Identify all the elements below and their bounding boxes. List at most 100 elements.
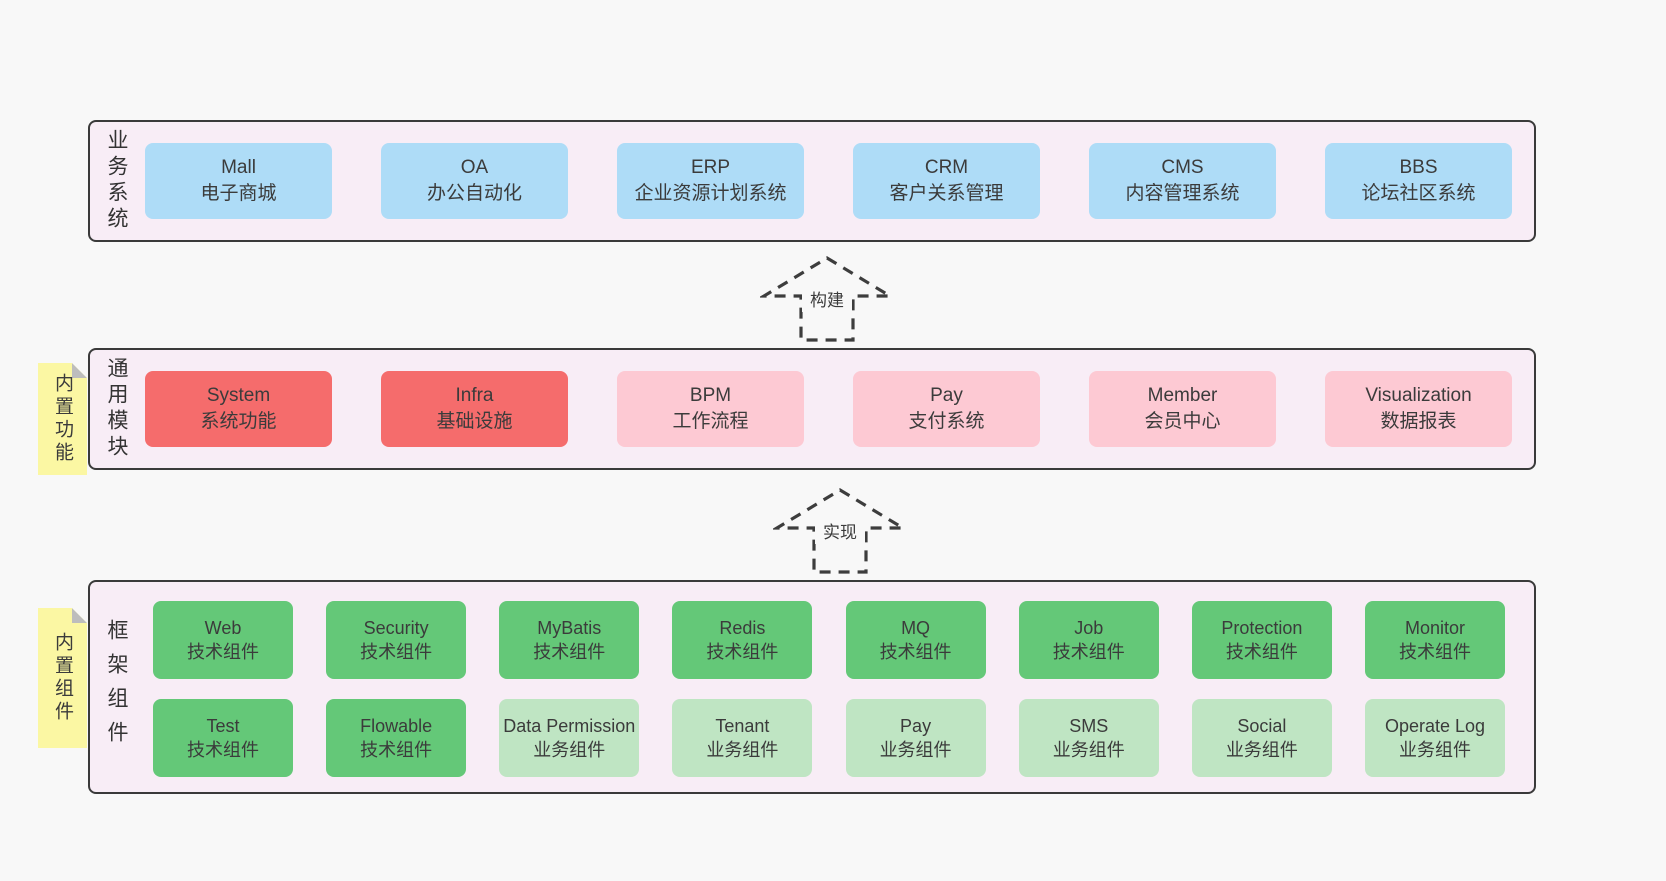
arrow-label: 实现 (823, 523, 857, 542)
box-visualization: Visualization 数据报表 (1325, 371, 1512, 447)
arrow-label-bg (802, 286, 852, 312)
box-title: OA (460, 157, 489, 178)
box-subtitle: 业务组件 (706, 740, 779, 760)
box-oa: OA 办公自动化 (381, 143, 568, 219)
box-cms: CMS 内容管理系统 (1089, 143, 1276, 219)
arrow-outline (773, 488, 907, 574)
box-subtitle: 业务组件 (533, 740, 606, 760)
band-row: Web 技术组件 Security 技术组件 MyBatis 技术组件 Redi… (153, 601, 1505, 679)
arrow-implement: 实现 (773, 488, 907, 574)
arrow-label: 构建 (810, 291, 844, 310)
box-title: Test (206, 716, 240, 736)
box-monitor: Monitor 技术组件 (1364, 601, 1505, 679)
arrow-label-bg (815, 518, 865, 544)
box-subtitle: 系统功能 (200, 411, 277, 432)
box-title: Operate Log (1384, 716, 1486, 736)
box-title: Pay (930, 385, 963, 406)
box-subtitle: 技术组件 (1225, 642, 1298, 662)
box-subtitle: 技术组件 (360, 740, 433, 760)
box-title: Infra (455, 385, 494, 406)
box-subtitle: 客户关系管理 (889, 183, 1004, 204)
box-title: MyBatis (537, 618, 602, 638)
box-infra: Infra 基础设施 (381, 371, 568, 447)
box-title: Job (1074, 618, 1104, 638)
band-label-framework-components: 框架组件 (105, 619, 128, 755)
box-flowable: Flowable 技术组件 (326, 699, 467, 777)
box-tenant: Tenant 业务组件 (672, 699, 813, 777)
box-system: System 系统功能 (145, 371, 332, 447)
box-title: MQ (901, 618, 931, 638)
box-operate-log: Operate Log 业务组件 (1364, 699, 1505, 777)
box-title: ERP (690, 157, 731, 178)
box-mall: Mall 电子商城 (145, 143, 332, 219)
box-subtitle: 业务组件 (879, 740, 952, 760)
folded-corner-icon (72, 608, 87, 623)
box-mybatis: MyBatis 技术组件 (499, 601, 640, 679)
band-business-systems: 业务系统 Mall 电子商城 OA 办公自动化 ERP 企业资源计划系统 CRM… (88, 120, 1536, 242)
box-subtitle: 技术组件 (187, 642, 259, 662)
box-title: BPM (689, 385, 732, 406)
box-title: CRM (924, 157, 969, 178)
box-title: Pay (900, 716, 932, 736)
band-label-business-systems: 业务系统 (105, 129, 128, 233)
box-pay: Pay 支付系统 (853, 371, 1040, 447)
box-crm: CRM 客户关系管理 (853, 143, 1040, 219)
box-redis: Redis 技术组件 (672, 601, 813, 679)
box-pay-biz: Pay 业务组件 (845, 699, 986, 777)
note-built-in-features: 内置功能 (38, 363, 87, 475)
box-subtitle: 办公自动化 (426, 183, 522, 204)
box-title: Security (363, 618, 429, 638)
box-data-permission: Data Permission 业务组件 (499, 699, 640, 777)
box-title: Member (1147, 385, 1218, 406)
box-title: BBS (1399, 157, 1438, 178)
box-subtitle: 业务组件 (1052, 740, 1125, 760)
box-subtitle: 技术组件 (187, 740, 259, 760)
box-subtitle: 技术组件 (533, 642, 606, 662)
box-member: Member 会员中心 (1089, 371, 1276, 447)
box-subtitle: 会员中心 (1144, 411, 1221, 432)
box-subtitle: 工作流程 (672, 411, 749, 432)
band-row: System 系统功能 Infra 基础设施 BPM 工作流程 Pay 支付系统… (145, 371, 1512, 447)
box-subtitle: 技术组件 (706, 642, 779, 662)
box-subtitle: 电子商城 (200, 183, 277, 204)
box-title: Mall (221, 157, 256, 178)
band-common-modules: 通用模块 System 系统功能 Infra 基础设施 BPM 工作流程 Pay… (88, 348, 1536, 470)
box-title: CMS (1161, 157, 1204, 178)
note-text: 内置功能 (52, 373, 73, 465)
box-title: System (206, 385, 271, 406)
box-subtitle: 内容管理系统 (1125, 183, 1240, 204)
box-title: Protection (1221, 618, 1303, 638)
arrow-outline (760, 256, 894, 342)
box-web: Web 技术组件 (153, 601, 293, 679)
box-subtitle: 论坛社区系统 (1361, 183, 1476, 204)
band-row: Test 技术组件 Flowable 技术组件 Data Permission … (153, 699, 1505, 777)
box-subtitle: 支付系统 (908, 411, 985, 432)
box-subtitle: 技术组件 (1052, 642, 1125, 662)
box-title: Tenant (715, 716, 770, 736)
box-test: Test 技术组件 (153, 699, 293, 777)
box-subtitle: 业务组件 (1225, 740, 1298, 760)
box-title: Social (1237, 716, 1287, 736)
box-title: Redis (719, 618, 766, 638)
arrow-build: 构建 (760, 256, 894, 342)
box-title: Web (204, 618, 242, 638)
box-social: Social 业务组件 (1191, 699, 1332, 777)
box-job: Job 技术组件 (1018, 601, 1159, 679)
box-subtitle: 技术组件 (1398, 642, 1471, 662)
box-title: Visualization (1365, 385, 1472, 406)
box-mq: MQ 技术组件 (845, 601, 986, 679)
band-row: Mall 电子商城 OA 办公自动化 ERP 企业资源计划系统 CRM 客户关系… (145, 143, 1512, 219)
box-subtitle: 企业资源计划系统 (634, 183, 787, 204)
box-title: SMS (1069, 716, 1109, 736)
box-title: Flowable (360, 716, 433, 736)
box-bpm: BPM 工作流程 (617, 371, 804, 447)
box-subtitle: 技术组件 (360, 642, 433, 662)
box-bbs: BBS 论坛社区系统 (1325, 143, 1512, 219)
box-subtitle: 基础设施 (436, 411, 513, 432)
box-subtitle: 数据报表 (1380, 411, 1457, 432)
box-protection: Protection 技术组件 (1191, 601, 1332, 679)
box-title: Monitor (1404, 618, 1465, 638)
box-subtitle: 技术组件 (879, 642, 952, 662)
note-text: 内置组件 (52, 632, 73, 724)
